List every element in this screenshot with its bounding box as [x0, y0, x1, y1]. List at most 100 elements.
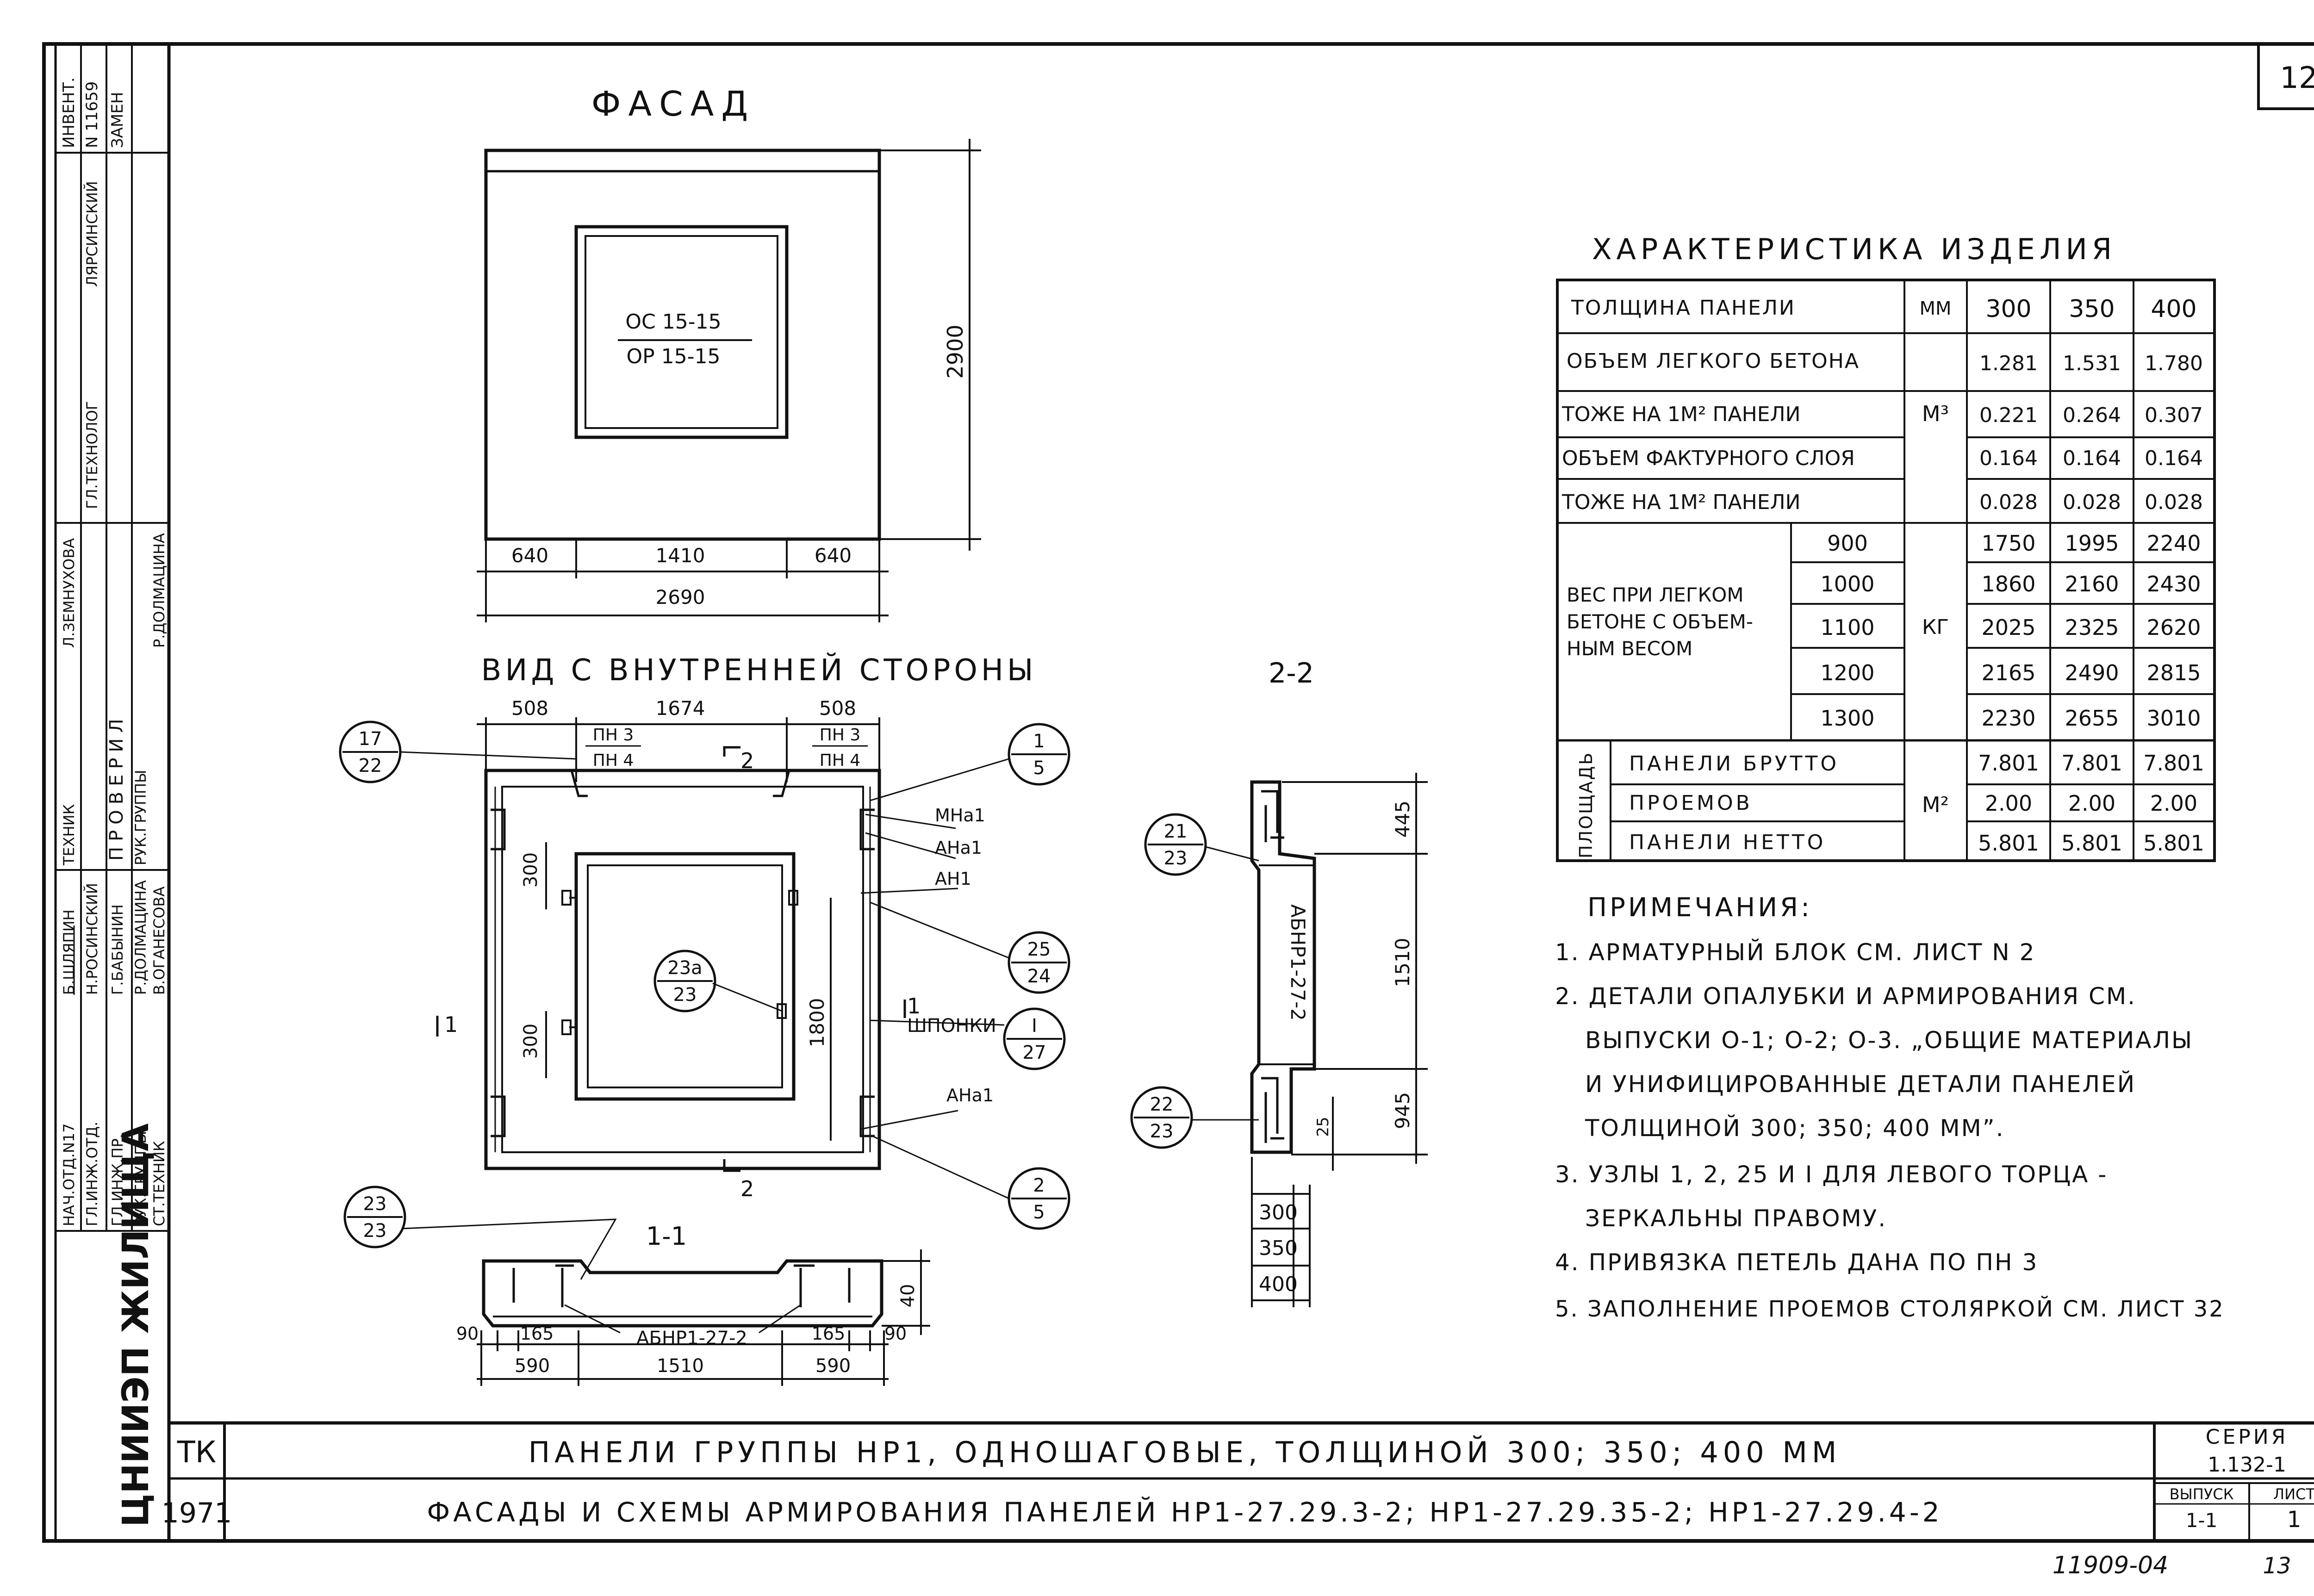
section-22-thick-400: 400 [1259, 1273, 1298, 1296]
tb-sheet-value: 1 [2287, 1507, 2302, 1533]
bottom-stamp: 11909-04 [2053, 1552, 2168, 1579]
facade-dim-height: 2900 [943, 324, 968, 379]
tb-title-line2: ФАСАДЫ И СХЕМЫ АРМИРОВАНИЯ ПАНЕЛЕЙ НР1-2… [427, 1496, 1942, 1528]
stamp-name-2: Г.БАБЫНИН [109, 904, 126, 995]
char-thickness-label: ТОЛЩИНА ПАНЕЛИ [1571, 296, 1796, 320]
svg-text:24: 24 [1027, 966, 1051, 987]
char-weight-1-1: 2160 [2065, 571, 2119, 596]
facade-dim-mid: 1410 [656, 544, 705, 567]
char-density-2: 1100 [1820, 615, 1874, 640]
inner-dim-300-bot: 300 [520, 1024, 541, 1059]
char-area-1-2: 2.00 [2150, 791, 2197, 816]
char-weight-2-0: 2025 [1981, 615, 2035, 640]
section-11-dim-1510: 1510 [657, 1355, 704, 1377]
char-vol-0-0: 1.281 [1979, 352, 2038, 375]
char-weight-label-2: БЕТОНЕ С ОБЪЕМ- [1567, 610, 1753, 633]
stamp-checked-name: Р.ДОЛМАЦИНА [150, 533, 168, 648]
callout-I-27: I 27 [1003, 1007, 1066, 1070]
tb-sheet-label: ЛИСТ [2273, 1485, 2314, 1503]
facade-window [574, 225, 789, 439]
char-weight-2-1: 2325 [2065, 615, 2119, 640]
svg-text:1: 1 [1033, 731, 1045, 752]
char-vol-0-2: 1.780 [2145, 352, 2203, 375]
stamp-name-4: В.ОГАНЕСОВА [150, 887, 168, 995]
char-weight-0-1: 1995 [2065, 531, 2119, 556]
sheet-frame [42, 42, 2314, 1543]
char-area-label: ПЛОЩАДЬ [1576, 751, 1596, 858]
characteristics-table: ХАРАКТЕРИСТИКА ИЗДЕЛИЯ ТОЛЩИНА ПАНЕЛИ [1556, 232, 2216, 862]
char-weight-2-2: 2620 [2146, 615, 2201, 640]
notes-line-6: ЗЕРКАЛЬНЫ ПРАВОМУ. [1585, 1205, 1887, 1232]
section-11-dim-165-right: 165 [812, 1323, 846, 1344]
char-thickness-350: 350 [2069, 295, 2115, 323]
char-vol-1-2: 0.307 [2145, 404, 2203, 427]
char-title: ХАРАКТЕРИСТИКА ИЗДЕЛИЯ [1592, 232, 2116, 266]
svg-text:27: 27 [1023, 1042, 1046, 1063]
char-area-unit: М² [1922, 792, 1949, 817]
stamp-inv-number: N 11659 [83, 81, 101, 148]
notes-line-2: ВЫПУСКИ О-1; О-2; О-3. „ОБЩИЕ МАТЕРИАЛЫ [1585, 1027, 2193, 1054]
svg-text:2: 2 [1033, 1175, 1045, 1196]
stamp-col2-3: ЛЯРСИНСКИЙ [83, 181, 101, 287]
tb-series-label: СЕРИЯ [2206, 1425, 2289, 1449]
inner-window [574, 852, 796, 1101]
char-thickness-400: 400 [2151, 295, 2196, 323]
inner-mn: МНа1 [935, 805, 985, 826]
page-number: 12 [2280, 61, 2314, 95]
char-vol-label-3: ТОЖЕ НА 1М² ПАНЕЛИ [1561, 491, 1801, 514]
char-weight-0-0: 1750 [1981, 531, 2035, 556]
inner-dim-300-top: 300 [520, 852, 541, 888]
char-weight-4-1: 2655 [2065, 706, 2119, 731]
inner-pn4-right: ПН 4 [820, 751, 861, 770]
char-vol-3-1: 0.028 [2063, 491, 2121, 514]
inner-dim-mid: 1674 [656, 697, 705, 720]
tb-title-line1: ПАНЕЛИ ГРУППЫ НР1, ОДНОШАГОВЫЕ, ТОЛЩИНОЙ… [529, 1435, 1841, 1469]
section-2-2: 2-2 АБНР1-27-2 445 1510 945 25 300 350 4… [1130, 657, 1428, 1307]
stamp-checked-label: ПРОВЕРИЛ [106, 713, 127, 861]
notes-line-3: И УНИФИЦИРОВАННЫЕ ДЕТАЛИ ПАНЕЛЕЙ [1585, 1070, 2136, 1098]
inner-pn4-left: ПН 4 [593, 751, 634, 770]
inner-an-a1: АНа1 [935, 838, 982, 858]
facade-panel [484, 149, 881, 541]
stamp-inv-replace: ЗАМЕН [108, 92, 127, 148]
section-22-thick-350: 350 [1259, 1236, 1298, 1260]
inner-cut-2-bottom: 2 [740, 1176, 754, 1201]
char-area-1-0: 2.00 [1985, 791, 2032, 816]
section-22-dim-445: 445 [1391, 801, 1414, 838]
page-number-box [2257, 43, 2314, 110]
callout-21-23: 21 23 [1144, 813, 1259, 876]
char-area-label-1: ПРОЕМОВ [1629, 791, 1753, 815]
tb-issue-value: 1-1 [2186, 1509, 2218, 1532]
section-22-thick-300: 300 [1259, 1201, 1298, 1224]
stamp-col2-0: ТЕХНИК [60, 804, 78, 866]
notes-line-7: 4. ПРИВЯЗКА ПЕТЕЛЬ ДАНА ПО ПН 3 [1555, 1249, 2038, 1276]
notes-title: ПРИМЕЧАНИЯ: [1587, 893, 1812, 923]
section-22-dim-25: 25 [1314, 1117, 1332, 1136]
notes-line-1: 2. ДЕТАЛИ ОПАЛУБКИ И АРМИРОВАНИЯ СМ. [1555, 983, 2136, 1010]
char-vol-1-1: 0.264 [2063, 404, 2121, 427]
inner-dim-right: 508 [819, 697, 856, 720]
callout-22-23: 22 23 [1130, 1086, 1259, 1149]
facade-window-bottom: ОР 15-15 [626, 345, 720, 368]
char-thickness-300: 300 [1985, 295, 2031, 323]
stamp-name-1: Н.РОСИНСКИЙ [83, 883, 101, 995]
title-block: ТК 1971 ПАНЕЛИ ГРУППЫ НР1, ОДНОШАГОВЫЕ, … [162, 1421, 2314, 1541]
svg-text:22: 22 [359, 755, 382, 776]
section-22-dim-1510: 1510 [1391, 938, 1414, 987]
callout-25-24: 25 24 [870, 901, 1070, 994]
char-density-1: 1000 [1820, 571, 1874, 596]
char-area-0-1: 7.801 [2061, 751, 2122, 776]
inner-pn3-left: ПН 3 [593, 726, 634, 745]
section-11-title: 1-1 [646, 1222, 687, 1251]
inner-view-drawing: ВИД С ВНУТРЕННЕЙ СТОРОНЫ 508 1674 508 ПН… [339, 652, 1070, 1280]
section-11-dim-40: 40 [897, 1284, 919, 1308]
char-weight-1-0: 1860 [1981, 571, 2035, 596]
char-thickness-unit: ММ [1919, 298, 1951, 319]
char-area-2-1: 5.801 [2061, 831, 2122, 856]
char-vol-2-1: 0.164 [2063, 447, 2121, 470]
char-vol-2-2: 0.164 [2145, 447, 2203, 470]
section-11-dim-590-left: 590 [515, 1355, 550, 1377]
inner-an1: АН1 [935, 869, 971, 889]
char-weight-0-2: 2240 [2146, 531, 2201, 556]
char-vol-2-0: 0.164 [1979, 447, 2038, 470]
